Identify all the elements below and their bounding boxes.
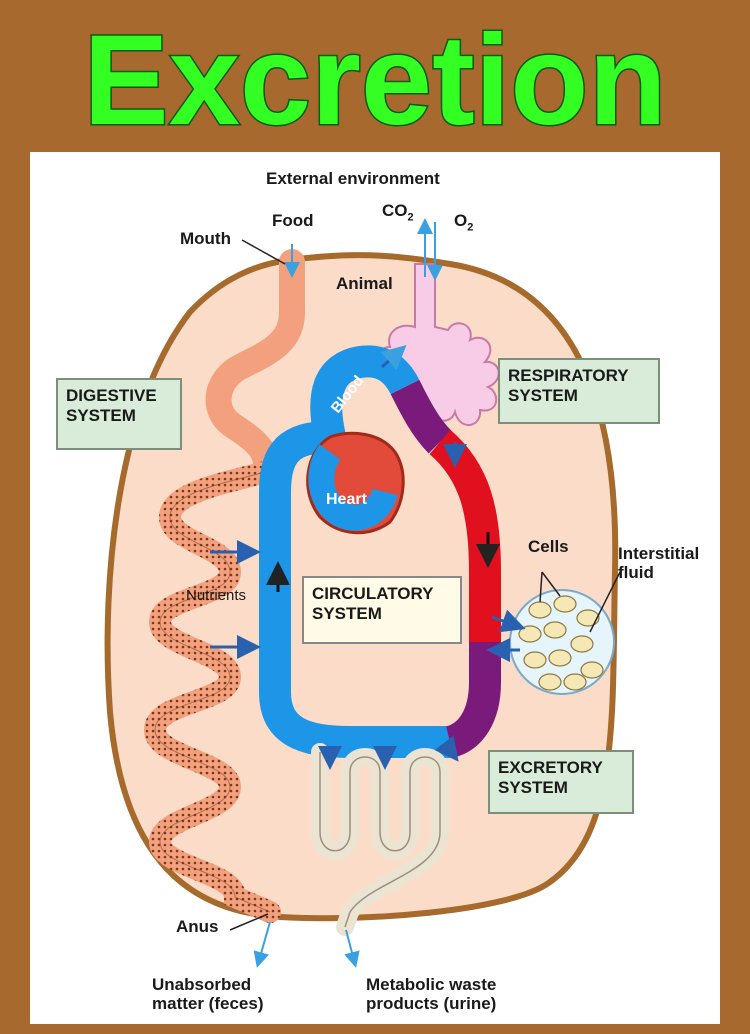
nutrients-label: Nutrients (186, 588, 246, 605)
mouth-label: Mouth (180, 230, 231, 249)
feces-label: Unabsorbed matter (feces) (152, 976, 264, 1013)
food-label: Food (272, 212, 314, 231)
anus-label: Anus (176, 918, 219, 937)
cells-label: Cells (528, 538, 569, 557)
co2-label: CO2 (382, 202, 414, 223)
interstitial-fluid-label: Interstitial fluid (618, 545, 699, 582)
external-environment-label: External environment (266, 170, 440, 189)
o2-label: O2 (454, 212, 473, 233)
urine-label: Metabolic waste products (urine) (366, 976, 496, 1013)
heart-label: Heart (326, 491, 368, 508)
animal-label: Animal (336, 275, 393, 294)
title-text: Excretion (83, 9, 666, 146)
page-title: Excretion (0, 6, 750, 146)
